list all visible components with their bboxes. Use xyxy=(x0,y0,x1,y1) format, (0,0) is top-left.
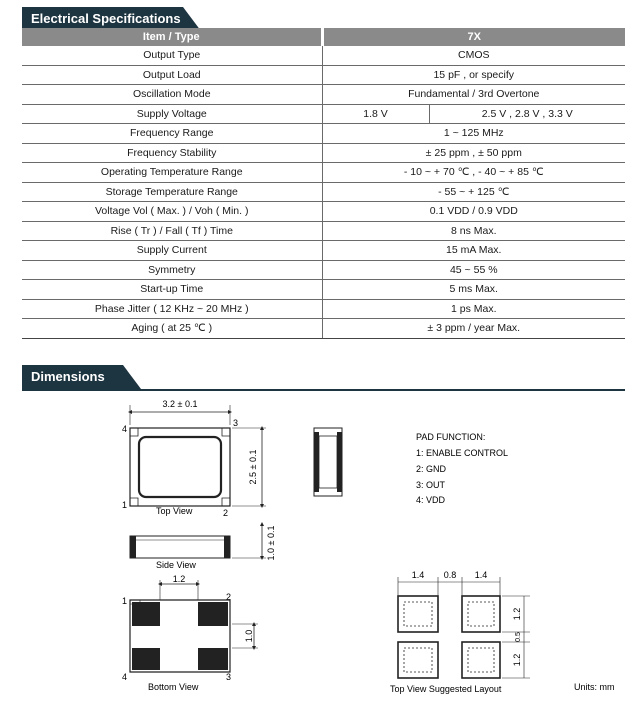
bottom-pad-span-dim: 1.2 xyxy=(173,574,186,584)
side-view-drawing xyxy=(129,522,266,560)
row-label: Operating Temperature Range xyxy=(22,162,323,183)
top-height-dim: 2.5 ± 0.1 xyxy=(248,450,258,485)
row-label: Output Load xyxy=(22,65,323,85)
row-value: 45 ~ 55 % xyxy=(322,260,625,280)
table-row: Frequency Stability± 25 ppm , ± 50 ppm xyxy=(22,143,625,163)
row-label: Voltage Vol ( Max. ) / Voh ( Min. ) xyxy=(22,201,323,222)
table-row: Aging ( at 25 ℃ )± 3 ppm / year Max. xyxy=(22,318,625,339)
row-value: CMOS xyxy=(322,46,625,66)
top-view-label: Top View xyxy=(156,506,193,516)
dimensions-title: Dimensions xyxy=(22,365,141,389)
bottom-pin2: 2 xyxy=(226,592,231,602)
row-label: Frequency Stability xyxy=(22,143,323,163)
row-value: ± 3 ppm / year Max. xyxy=(322,318,625,339)
top-pin4: 4 xyxy=(122,424,127,434)
bottom-view-drawing xyxy=(129,580,258,673)
top-pin3: 3 xyxy=(233,418,238,428)
side-view-label: Side View xyxy=(156,560,196,570)
table-row: Phase Jitter ( 12 KHz ~ 20 MHz )1 ps Max… xyxy=(22,299,625,319)
bottom-pin4: 4 xyxy=(122,672,127,682)
layout-caption: Top View Suggested Layout xyxy=(390,684,502,694)
row-label: Output Type xyxy=(22,46,323,66)
top-pin1: 1 xyxy=(122,500,127,510)
bottom-pad-height-dim: 1.0 xyxy=(244,630,254,643)
col-header-item: Item / Type xyxy=(22,28,324,46)
layout-mid-dim: 0.5 xyxy=(515,632,522,642)
row-value: 1 ps Max. xyxy=(322,299,625,319)
row-value-a: 1.8 V xyxy=(322,104,430,124)
pad-function-list: PAD FUNCTION: 1: ENABLE CONTROL 2: GND 3… xyxy=(416,432,508,505)
layout-h2-dim: 1.2 xyxy=(512,654,522,667)
pad-function-title: PAD FUNCTION: xyxy=(416,432,485,442)
row-value-b: 2.5 V , 2.8 V , 3.3 V xyxy=(429,104,625,124)
layout-w2-dim: 1.4 xyxy=(475,570,488,580)
pad-function-item: 4: VDD xyxy=(416,495,446,505)
row-value: ± 25 ppm , ± 50 ppm xyxy=(322,143,625,163)
layout-w1-dim: 1.4 xyxy=(412,570,425,580)
pad-function-item: 3: OUT xyxy=(416,480,446,490)
side-profile-drawing xyxy=(313,427,343,497)
spec-table-header-row: Item / Type 7X xyxy=(22,28,625,46)
table-row: Storage Temperature Range- 55 ~ + 125 ℃ xyxy=(22,182,625,202)
row-value: 1 ~ 125 MHz xyxy=(322,123,625,144)
side-height-dim: 1.0 ± 0.1 xyxy=(266,526,276,561)
row-value: 5 ms Max. xyxy=(322,279,625,300)
row-value: - 10 ~ + 70 ℃ , - 40 ~ + 85 ℃ xyxy=(322,162,625,183)
top-width-dim: 3.2 ± 0.1 xyxy=(163,399,198,409)
bottom-pin3: 3 xyxy=(226,672,231,682)
layout-gap-dim: 0.8 xyxy=(444,570,457,580)
electrical-specs-title: Electrical Specifications xyxy=(22,7,201,31)
row-value: Fundamental / 3rd Overtone xyxy=(322,84,625,105)
row-value: 15 pF , or specify xyxy=(322,65,625,85)
row-value: 0.1 VDD / 0.9 VDD xyxy=(322,201,625,222)
row-label: Supply Current xyxy=(22,240,323,261)
header-rule xyxy=(22,389,625,391)
row-value: 15 mA Max. xyxy=(322,240,625,261)
row-label: Storage Temperature Range xyxy=(22,182,323,202)
top-pin2: 2 xyxy=(223,508,228,518)
row-label: Frequency Range xyxy=(22,123,323,144)
col-header-type: 7X xyxy=(322,28,625,46)
row-label: Symmetry xyxy=(22,260,323,280)
row-label: Phase Jitter ( 12 KHz ~ 20 MHz ) xyxy=(22,299,323,319)
row-label: Rise ( Tr ) / Fall ( Tf ) Time xyxy=(22,221,323,241)
bottom-view-label: Bottom View xyxy=(148,682,199,692)
top-view-drawing xyxy=(128,405,266,508)
row-label: Aging ( at 25 ℃ ) xyxy=(22,318,323,339)
bottom-pin1: 1 xyxy=(122,596,127,606)
dimensions-drawing: 3.2 ± 0.1 2.5 ± 0.1 4 3 1 2 Top View 1.0… xyxy=(122,399,615,694)
units-label: Units: mm xyxy=(574,682,615,692)
pad-function-item: 2: GND xyxy=(416,464,447,474)
dimensions-header: Dimensions xyxy=(22,365,625,391)
table-row: Operating Temperature Range- 10 ~ + 70 ℃… xyxy=(22,162,625,183)
row-label: Start-up Time xyxy=(22,279,323,300)
row-label: Oscillation Mode xyxy=(22,84,323,105)
row-value: - 55 ~ + 125 ℃ xyxy=(322,182,625,202)
row-label: Supply Voltage xyxy=(22,104,323,124)
layout-h1-dim: 1.2 xyxy=(512,608,522,621)
pad-function-item: 1: ENABLE CONTROL xyxy=(416,448,508,458)
table-row: Voltage Vol ( Max. ) / Voh ( Min. )0.1 V… xyxy=(22,201,625,222)
row-value: 8 ns Max. xyxy=(322,221,625,241)
suggested-layout-drawing xyxy=(397,577,530,679)
